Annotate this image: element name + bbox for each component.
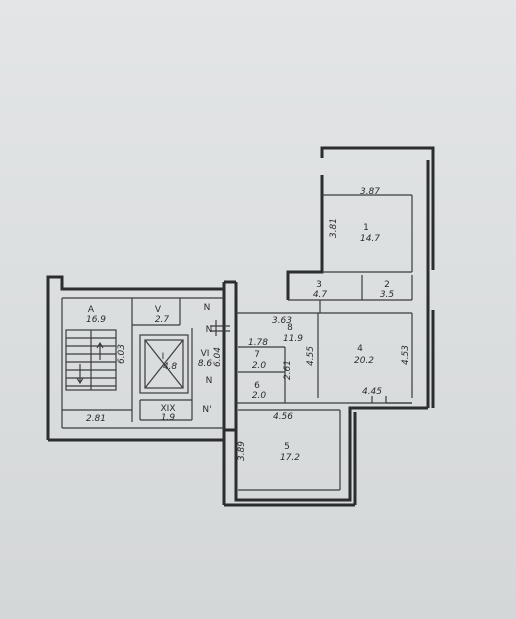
room-4-id: 4 xyxy=(357,344,363,354)
stair-core-walls xyxy=(46,275,236,442)
room-V-area: 2.7 xyxy=(155,315,170,325)
right-wing-partitions xyxy=(236,194,413,491)
room-8-area: 11.9 xyxy=(283,334,303,344)
dim-2-81: 2.81 xyxy=(86,414,106,424)
room-6-area: 2.0 xyxy=(252,391,267,401)
dim-4-53: 4.53 xyxy=(401,345,411,365)
dim-1-78: 1.78 xyxy=(248,338,268,348)
room-4-area: 20.2 xyxy=(354,356,374,366)
room-5-id: 5 xyxy=(284,442,290,452)
marker-n-1: N xyxy=(204,303,211,313)
room-VI-id: VI xyxy=(201,349,210,359)
marker-n-2: N xyxy=(206,325,213,335)
dim-4-45: 4.45 xyxy=(362,387,382,397)
dim-3-87: 3.87 xyxy=(360,187,380,197)
marker-n-4: N' xyxy=(202,405,211,415)
dim-3-89: 3.89 xyxy=(237,441,247,461)
dim-4-55: 4.55 xyxy=(306,346,316,366)
dim-3-63: 3.63 xyxy=(272,316,292,326)
lift-id: I xyxy=(162,352,165,362)
room-A-area: 16.9 xyxy=(86,315,106,325)
marker-ticks xyxy=(210,300,387,403)
room-3-area: 4.7 xyxy=(313,290,328,300)
lift-shaft xyxy=(139,334,189,394)
room-2-id: 2 xyxy=(384,280,390,290)
room-7-area: 2.0 xyxy=(252,361,267,371)
right-wing-walls xyxy=(222,146,435,507)
dim-6-03: 6.03 xyxy=(117,344,127,364)
room-5-area: 17.2 xyxy=(280,453,300,463)
room-7-id: 7 xyxy=(254,350,260,360)
room-1-id: 1 xyxy=(363,223,369,233)
dim-6-04: 6.04 xyxy=(213,347,223,367)
room-2-area: 3.5 xyxy=(380,290,395,300)
dim-4-56: 4.56 xyxy=(273,412,293,422)
room-XIX-area: 1.9 xyxy=(161,413,176,423)
room-1-area: 14.7 xyxy=(360,234,380,244)
dim-2-61: 2.61 xyxy=(283,360,293,380)
room-V-id: V xyxy=(155,305,162,315)
room-VI-area: 8.6 xyxy=(198,359,213,369)
room-3-id: 3 xyxy=(316,280,322,290)
lift-area: 4.8 xyxy=(163,362,178,372)
room-8-id: 8 xyxy=(287,323,293,333)
room-6-id: 6 xyxy=(254,381,260,391)
stair-treads xyxy=(65,329,117,391)
room-A-id: A xyxy=(88,305,95,315)
marker-n-3: N xyxy=(206,376,213,386)
dim-3-81: 3.81 xyxy=(329,218,339,238)
room-XIX-id: XIX xyxy=(161,404,176,414)
